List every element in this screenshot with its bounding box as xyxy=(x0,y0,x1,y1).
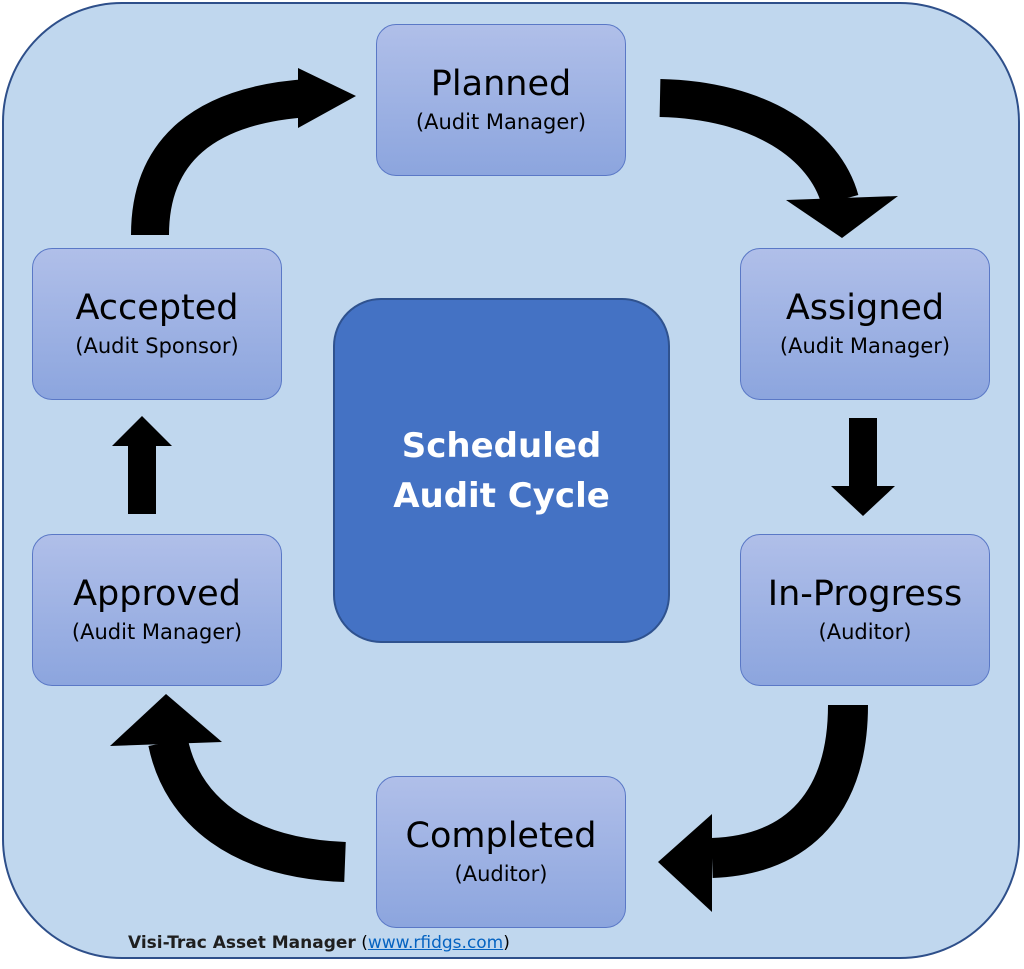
arrow-assigned-to-inprogress xyxy=(831,418,895,516)
stage-role: (Audit Manager) xyxy=(415,110,587,134)
stage-in-progress: In-Progress (Auditor) xyxy=(740,534,990,686)
stage-completed: Completed (Auditor) xyxy=(376,776,626,928)
stage-planned: Planned (Audit Manager) xyxy=(376,24,626,176)
stage-role: (Audit Manager) xyxy=(779,334,951,358)
footer-open-paren: ( xyxy=(355,933,368,953)
arrow-planned-to-assigned xyxy=(659,79,898,238)
footer-brand: Visi-Trac Asset Manager xyxy=(128,933,356,953)
footer-link[interactable]: www.rfidgs.com xyxy=(367,933,504,953)
center-title-line1: Scheduled xyxy=(401,425,602,466)
arrow-completed-to-approved xyxy=(110,694,347,882)
center-title-line2: Audit Cycle xyxy=(393,475,610,516)
arrow-approved-to-accepted xyxy=(112,416,172,514)
stage-role: (Audit Sponsor) xyxy=(75,334,239,358)
stage-role: (Auditor) xyxy=(454,862,548,886)
stage-role: (Audit Manager) xyxy=(71,620,243,644)
center-title-box: Scheduled Audit Cycle xyxy=(333,298,670,643)
stage-name: Assigned xyxy=(785,288,945,328)
stage-approved: Approved (Audit Manager) xyxy=(32,534,282,686)
arrow-accepted-to-planned xyxy=(131,68,356,236)
stage-assigned: Assigned (Audit Manager) xyxy=(740,248,990,400)
stage-name: Planned xyxy=(430,64,572,104)
stage-role: (Auditor) xyxy=(818,620,912,644)
footer-close-paren: ) xyxy=(503,933,510,953)
arrow-inprogress-to-completed xyxy=(658,704,868,912)
footer-credit: Visi-Trac Asset Manager (www.rfidgs.com) xyxy=(128,933,510,953)
stage-name: In-Progress xyxy=(767,574,963,614)
stage-name: Completed xyxy=(405,816,597,856)
stage-name: Approved xyxy=(73,574,241,614)
stage-accepted: Accepted (Audit Sponsor) xyxy=(32,248,282,400)
stage-name: Accepted xyxy=(75,288,239,328)
